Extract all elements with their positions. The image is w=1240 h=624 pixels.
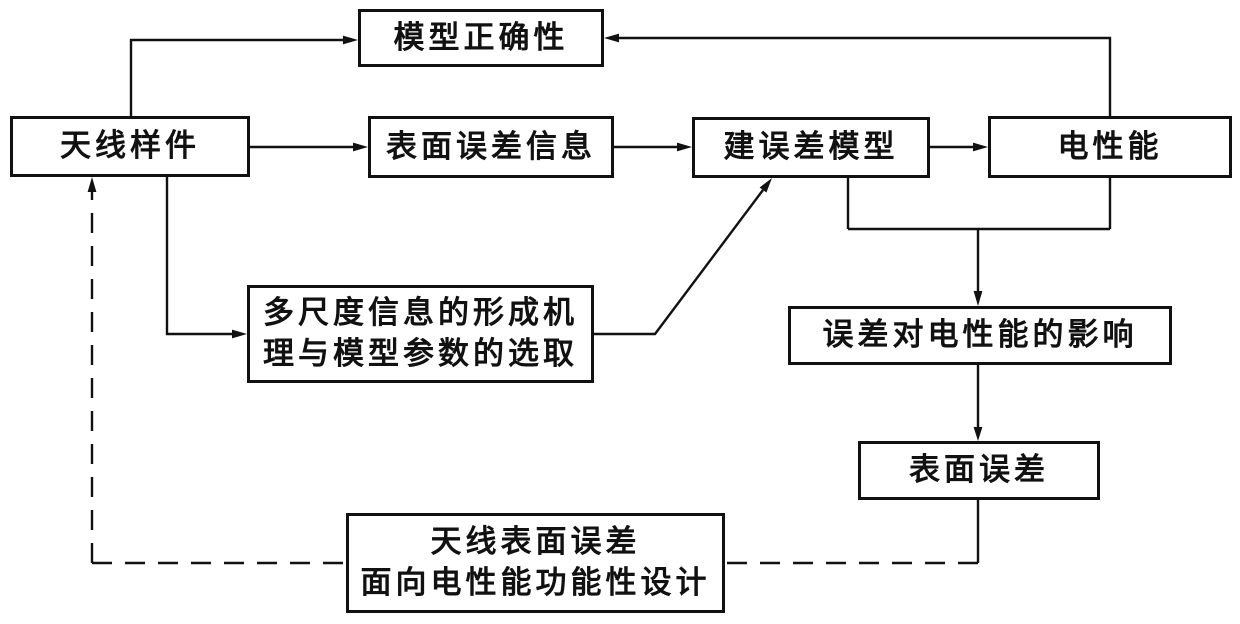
- node-surface-error: 表面误差: [858, 441, 1100, 500]
- edge-antenna-to-multiscale: [165, 177, 233, 336]
- node-multiscale-mechanism-line2: 理与模型参数的选取: [263, 336, 578, 371]
- node-electrical-performance-label: 电性能: [1057, 128, 1163, 164]
- node-surface-error-label: 表面误差: [909, 452, 1049, 488]
- node-antenna-sample: 天线样件: [10, 116, 250, 177]
- node-antenna-sample-label: 天线样件: [60, 128, 200, 164]
- node-model-correctness-label: 模型正确性: [393, 19, 569, 55]
- arrowhead-into-build-model-left: [677, 142, 692, 152]
- node-functional-design-line2: 面向电性能功能性设计: [360, 565, 711, 600]
- node-model-correctness: 模型正确性: [358, 9, 604, 67]
- node-functional-design-line1: 天线表面误差: [430, 524, 641, 560]
- arrowhead-into-surface-error: [973, 427, 983, 441]
- arrowhead-into-model-correctness-right: [604, 33, 619, 43]
- arrowhead-into-error-influence: [973, 291, 983, 306]
- node-build-error-model-label: 建误差模型: [723, 129, 899, 165]
- node-multiscale-mechanism: 多尺度信息的形成机 理与模型参数的选取: [247, 285, 594, 383]
- arrowhead-into-multiscale: [232, 329, 247, 339]
- arrowhead-into-antenna-sample: [87, 177, 97, 192]
- node-functional-design: 天线表面误差 面向电性能功能性设计: [346, 513, 725, 613]
- node-surface-error-info-label: 表面误差信息: [386, 128, 596, 164]
- node-build-error-model: 建误差模型: [692, 117, 930, 178]
- node-error-influence-label: 误差对电性能的影响: [822, 317, 1138, 353]
- arrowhead-into-electrical-perf: [973, 142, 988, 152]
- edge-join-to-error-influence: [846, 178, 1112, 293]
- node-surface-error-info: 表面误差信息: [368, 116, 614, 178]
- arrowhead-into-model-correctness-left: [343, 35, 358, 45]
- edge-multiscale-to-build-model: [594, 189, 764, 336]
- node-multiscale-mechanism-line1: 多尺度信息的形成机: [263, 295, 578, 331]
- node-error-influence: 误差对电性能的影响: [788, 306, 1172, 365]
- node-electrical-performance: 电性能: [988, 116, 1232, 178]
- edge-electrical-perf-to-model-correctness: [618, 36, 1112, 116]
- edge-antenna-to-model-correctness: [129, 38, 344, 116]
- arrowhead-into-build-model-bottom: [759, 178, 772, 193]
- arrowhead-into-surface-error-info: [353, 142, 368, 152]
